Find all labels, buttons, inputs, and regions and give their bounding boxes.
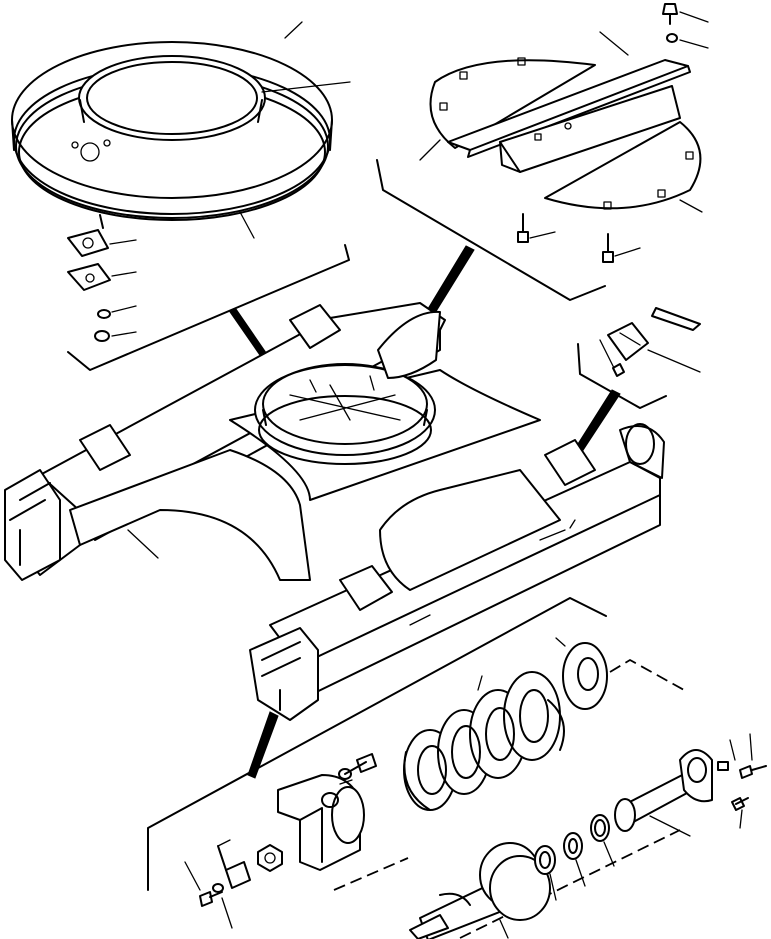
center-covers [376, 3, 709, 301]
spring-rod [409, 814, 615, 939]
swing-bearing [11, 21, 351, 239]
recoil-spring-assembly [147, 597, 685, 939]
track-frame [4, 302, 665, 721]
idler-yoke [184, 753, 377, 929]
side-cover [577, 307, 701, 409]
cylinder-and-seals [614, 733, 767, 837]
bearing-gaskets-and-nuts [67, 214, 350, 371]
